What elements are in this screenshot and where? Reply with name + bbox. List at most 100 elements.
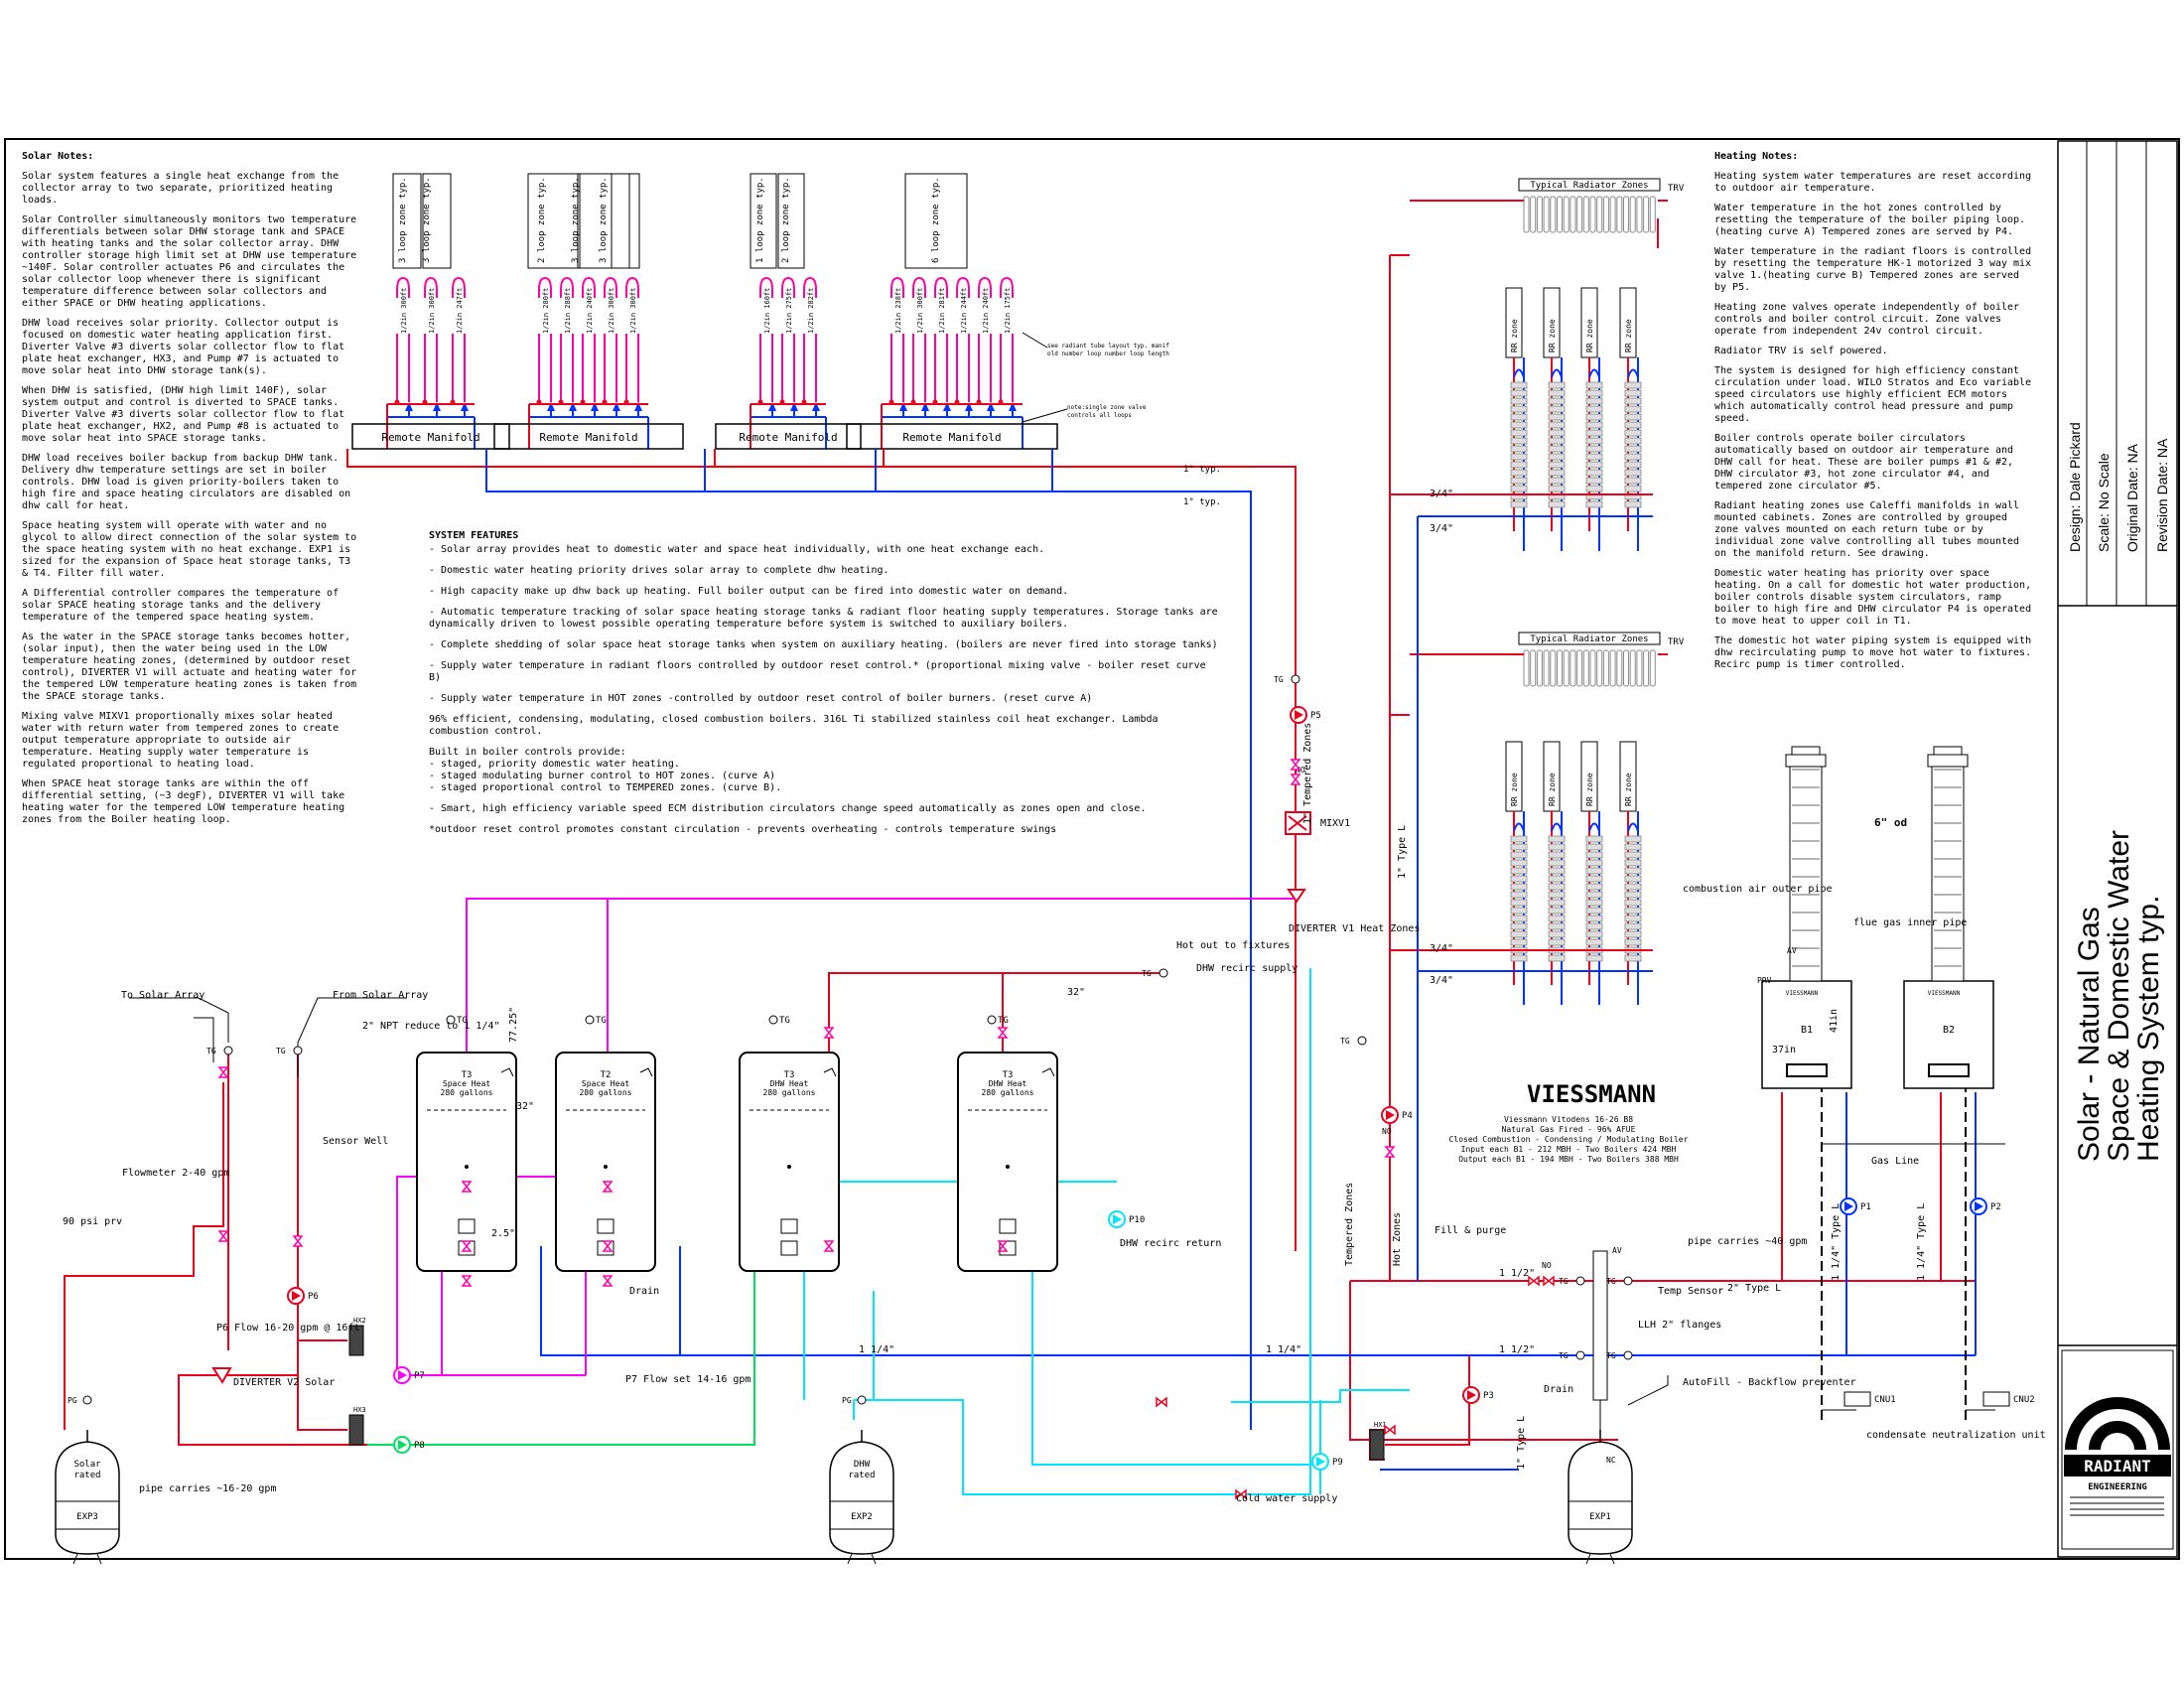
manifold-1: 3 loop zone typ.3 loop zone typ.1/2in 30…: [351, 173, 510, 450]
label-34-a: 3/4": [1430, 489, 1453, 499]
pg-circle: [82, 1395, 92, 1405]
radiator-fin: [1576, 196, 1583, 233]
pump-label: P5: [1310, 711, 1321, 721]
radiator-fin: [1636, 649, 1643, 687]
ball-valve: [602, 1275, 614, 1287]
tag-prv: PRV: [1757, 976, 1772, 985]
pump-label: P9: [1332, 1458, 1343, 1468]
loop-label-bg: [581, 298, 597, 334]
loop-label-bg: [780, 298, 796, 334]
exp-tank-id: EXP1: [1589, 1512, 1611, 1522]
exp-tank-body: [1568, 1441, 1633, 1555]
radiator-panel-fin: [1510, 835, 1528, 843]
label-pipe-carries-boiler: pipe carries ~40 gpm: [1688, 1236, 1807, 1247]
radiator-panel-fin: [1585, 469, 1603, 477]
title-line-1: Solar - Natural Gas: [2073, 907, 2106, 1162]
radiator-panel-fin: [1510, 413, 1528, 421]
pump-label: P8: [414, 1441, 425, 1451]
radiator-panel-fin: [1548, 421, 1566, 429]
loop-label-bg: [624, 298, 640, 334]
thermometer-gauge: [446, 1015, 456, 1025]
radiator-panel-fin: [1510, 461, 1528, 469]
system-features-paragraph: - Solar array provides heat to domestic …: [429, 544, 1045, 555]
radiator-fin: [1649, 196, 1656, 233]
pump-arrow: [1113, 1214, 1122, 1224]
heating-notes-paragraph: Boiler controls operate boiler circulato…: [1714, 433, 2014, 492]
callout-line: [1022, 408, 1068, 423]
relief-valve: [639, 1067, 653, 1077]
tg-label: TG: [1606, 1277, 1616, 1286]
radiator-panel-fin: [1624, 859, 1642, 867]
label-flowmeter: Flowmeter 2-40 gpm: [122, 1168, 229, 1179]
radiator-fin: [1582, 196, 1589, 233]
radiator-fin: [1530, 649, 1537, 687]
exp-tank-leg: [1585, 1553, 1591, 1565]
radiator-fin: [1649, 649, 1656, 687]
radiator-panel-fin: [1510, 954, 1528, 962]
radiator-panel-fin: [1510, 421, 1528, 429]
zone-tag-label: RR zone: [1548, 773, 1557, 806]
label-gas-line: Gas Line: [1871, 1156, 1919, 1167]
radiant-loop: [803, 276, 817, 402]
label-hot-zones: Hot Zones: [1392, 1212, 1403, 1266]
system-features: SYSTEM FEATURES - Solar array provides h…: [429, 530, 1223, 845]
label-6in-od: 6" od: [1874, 816, 1907, 829]
radiator-panel-fin: [1624, 851, 1642, 859]
radiator-panel-fin: [1548, 891, 1566, 899]
exp-tank-id: EXP2: [851, 1512, 873, 1522]
radiator-fin: [1570, 196, 1576, 233]
loop-label: 1/2in 280ft: [542, 288, 550, 334]
radiator-fin: [1543, 649, 1550, 687]
cnu-box: [1843, 1391, 1871, 1407]
label-2in-type-l: 2" Type L: [1727, 1283, 1781, 1294]
radiator-panel-fin: [1548, 500, 1566, 508]
label-p7-flow: P7 Flow set 14-16 gpm: [625, 1374, 751, 1385]
ball-valve: [461, 1240, 473, 1252]
pump-arrow: [292, 1291, 301, 1301]
diverter-body: [211, 1367, 232, 1384]
system-features-paragraph: *outdoor reset control promotes constant…: [429, 824, 1057, 835]
radiator-panel-fin: [1585, 891, 1603, 899]
ball-valve: [602, 1181, 614, 1193]
radiant-loop: [912, 276, 926, 402]
radiator-panel-fin: [1585, 397, 1603, 405]
tg-label: TG: [276, 1047, 286, 1055]
pg-label: PG: [842, 1396, 852, 1405]
pump-label: P2: [1990, 1202, 2001, 1212]
radiator-fin: [1589, 196, 1596, 233]
solar-notes-paragraph: When DHW is satisfied, (DHW high limit 1…: [22, 385, 345, 444]
callout-line: [1022, 332, 1048, 349]
brand-line-4: Input each B1 - 212 MBH - Two Boilers 42…: [1461, 1145, 1677, 1154]
sheet-border: [4, 138, 2180, 1560]
pump-label: P7: [414, 1371, 425, 1381]
zone-label: 3 loop zone typ.: [398, 177, 408, 263]
heat-exchanger-HX1: HX1: [1369, 1421, 1387, 1461]
radiator-panel-fin: [1624, 883, 1642, 891]
flue-pipe: [1931, 754, 1965, 982]
callout-loop: see radiant tube layout typ. manif: [1047, 343, 1169, 350]
radiator-panel-fin: [1548, 914, 1566, 922]
diverter-valve-v1: [1287, 889, 1306, 904]
tg-label: TG: [1142, 969, 1152, 978]
solar-notes-paragraph: Solar Controller simultaneously monitors…: [22, 214, 357, 309]
label-34-d: 3/4": [1430, 975, 1453, 986]
tank-body: [957, 1052, 1058, 1272]
solar-notes-paragraph: As the water in the SPACE storage tanks …: [22, 632, 357, 702]
exp-tank-rating: Solar: [73, 1460, 101, 1470]
radiator-fin: [1523, 196, 1530, 233]
viessmann-block: VIESSMANN Viessmann Vitodens 16-26 B8 Na…: [1449, 1080, 1689, 1164]
radiator-panel-fin: [1510, 445, 1528, 453]
radiator-panel-fin: [1585, 835, 1603, 843]
pump-p6: P6: [287, 1287, 319, 1305]
temperature-gauge: TG: [206, 1046, 233, 1055]
radiator-panel-fin: [1548, 453, 1566, 461]
loop-label-bg: [889, 298, 905, 334]
riser-loop: [1627, 368, 1639, 378]
pump-arrow: [1975, 1201, 1983, 1211]
tg-circle: [1291, 674, 1300, 684]
label-diverter-v2: DIVERTER V2 Solar: [233, 1377, 335, 1388]
ball-valve: [823, 1027, 835, 1039]
pump-p7: P7: [393, 1366, 425, 1384]
